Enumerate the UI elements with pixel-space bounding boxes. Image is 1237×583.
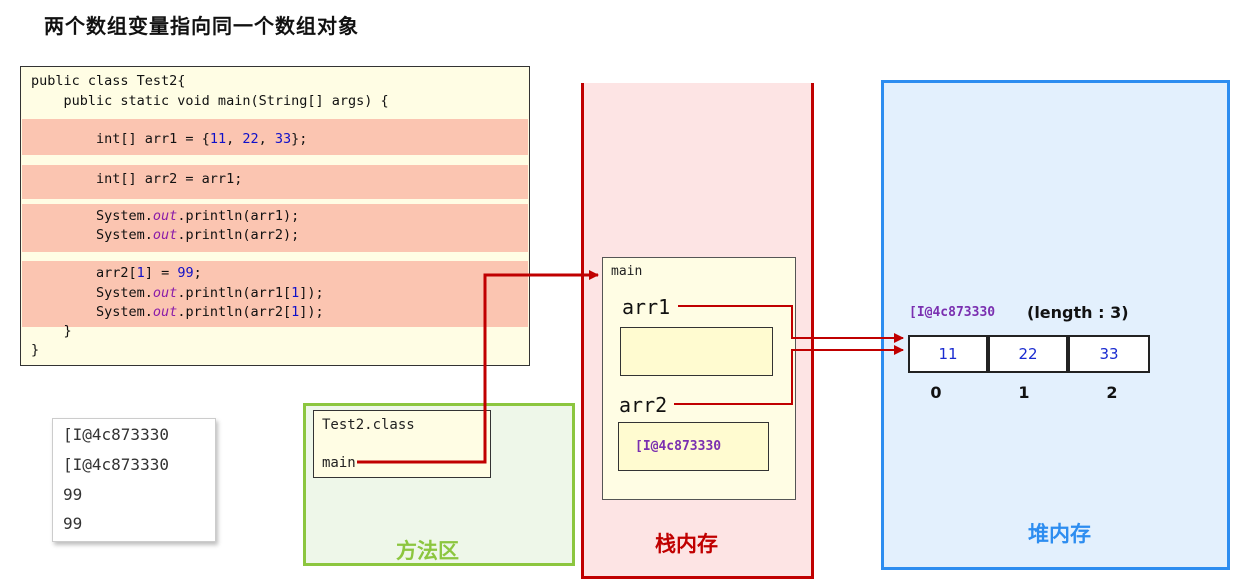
code-line: } xyxy=(31,342,40,358)
console-line: [I@4c873330 xyxy=(63,425,169,444)
code-line: int[] arr1 = {11, 22, 33}; xyxy=(31,131,308,147)
array-cell: 22 xyxy=(988,335,1068,373)
array-cell: 33 xyxy=(1068,335,1150,373)
code-line: public static void main(String[] args) { xyxy=(31,93,389,109)
code-line: System.out.println(arr1[1]); xyxy=(31,285,324,301)
heap-address: [I@4c873330 xyxy=(909,305,996,320)
console-output: [I@4c873330 [I@4c873330 99 99 xyxy=(52,418,216,542)
array-cell: 11 xyxy=(908,335,988,373)
code-highlight xyxy=(22,119,528,155)
console-line: [I@4c873330 xyxy=(63,455,169,474)
code-panel: public class Test2{ public static void m… xyxy=(20,66,530,366)
code-highlight xyxy=(22,204,528,252)
heap-length: (length : 3) xyxy=(1027,303,1129,322)
class-name: Test2.class xyxy=(322,417,415,433)
page-title: 两个数组变量指向同一个数组对象 xyxy=(44,14,359,38)
var-arr2-label: arr2 xyxy=(619,393,668,417)
stack-label: 栈内存 xyxy=(655,532,718,556)
code-line: System.out.println(arr2[1]); xyxy=(31,304,324,320)
var-arr2-value: [I@4c873330 xyxy=(635,439,722,454)
method-area-label: 方法区 xyxy=(396,539,459,563)
arr2-reference-arrow xyxy=(674,345,904,405)
method-name: main xyxy=(322,455,356,471)
heap-memory xyxy=(881,80,1230,570)
code-line: arr2[1] = 99; xyxy=(31,265,202,281)
code-highlight xyxy=(22,261,528,327)
code-line: public class Test2{ xyxy=(31,73,186,89)
class-box: Test2.class main xyxy=(313,410,491,478)
array-index: 0 xyxy=(930,383,942,402)
console-line: 99 xyxy=(63,514,83,533)
heap-label: 堆内存 xyxy=(1028,522,1091,546)
frame-name: main xyxy=(611,264,643,279)
arr1-reference-arrow xyxy=(678,305,904,343)
main-call-arrow xyxy=(357,270,599,464)
var-arr1-label: arr1 xyxy=(622,295,671,319)
var-arr2-slot: [I@4c873330 xyxy=(618,422,769,471)
code-line: } xyxy=(31,323,72,339)
code-line: System.out.println(arr2); xyxy=(31,227,300,243)
var-arr1-slot xyxy=(620,327,773,376)
code-line: int[] arr2 = arr1; xyxy=(31,171,243,187)
array-index: 1 xyxy=(1018,383,1030,402)
code-line: System.out.println(arr1); xyxy=(31,208,300,224)
code-highlight xyxy=(22,165,528,199)
console-line: 99 xyxy=(63,485,83,504)
array-index: 2 xyxy=(1106,383,1118,402)
